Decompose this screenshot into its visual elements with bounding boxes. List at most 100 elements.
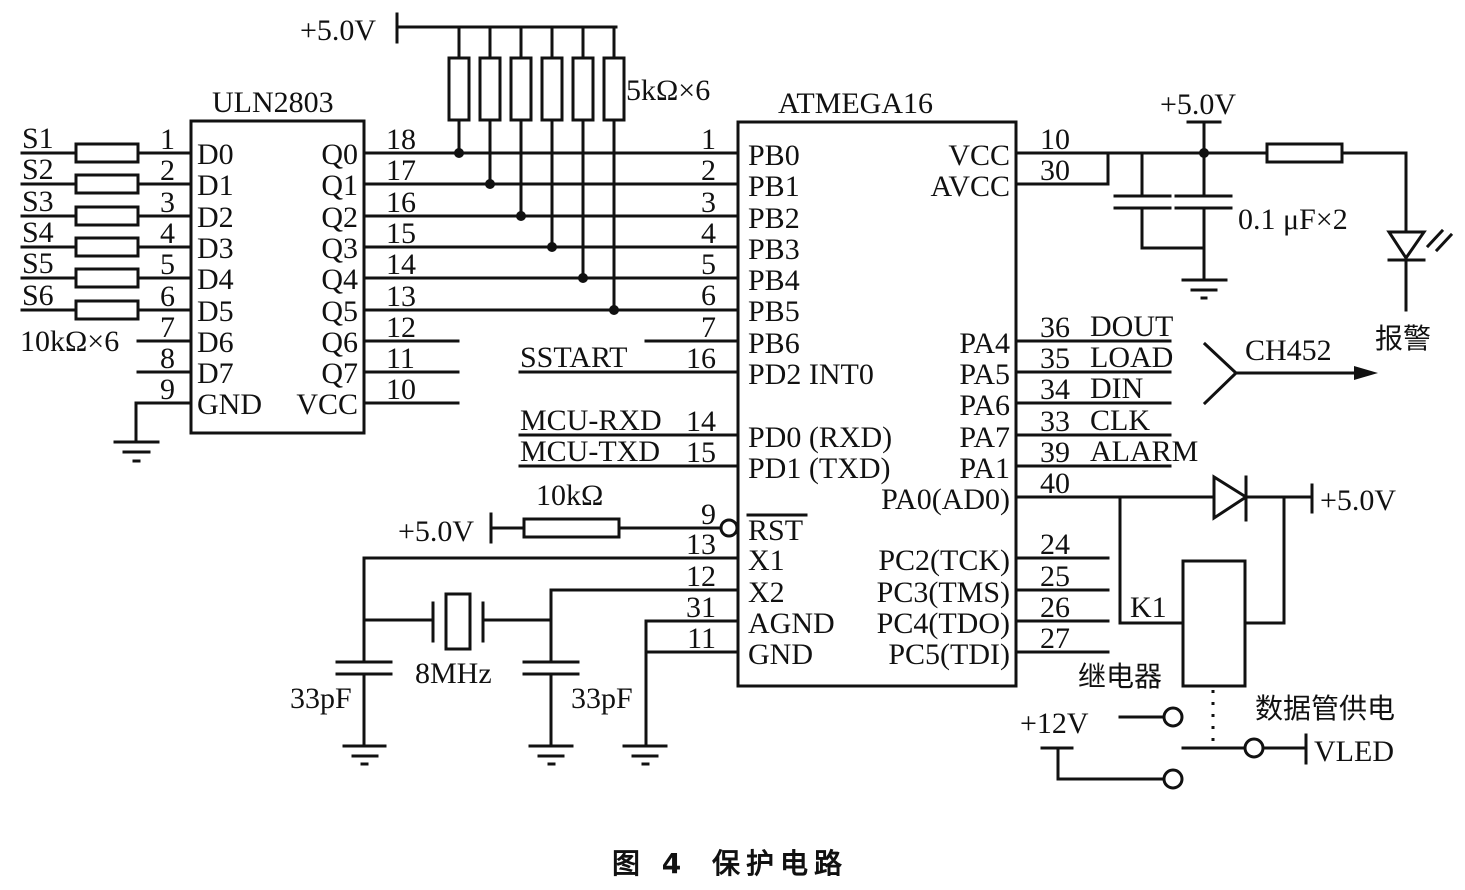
pullup-resistor <box>509 25 533 221</box>
ch452-label: CH452 <box>1245 334 1332 367</box>
pin-number: 17 <box>386 154 416 187</box>
pin-label: VCC <box>296 388 358 421</box>
uln2803-name: ULN2803 <box>212 86 334 119</box>
pin-number: 16 <box>686 342 716 375</box>
net-label: ALARM <box>1090 435 1198 468</box>
pin-label: PA7 <box>959 421 1010 454</box>
pin-number: 5 <box>160 248 175 281</box>
top-rail-label: +5.0V <box>300 14 376 47</box>
pin-label: PC2(TCK) <box>878 544 1010 577</box>
pin-number: 13 <box>386 280 416 313</box>
pin-number: 13 <box>686 528 716 561</box>
pin-number: 15 <box>686 436 716 469</box>
pin-number: 2 <box>701 154 716 187</box>
input-resistor <box>74 267 140 289</box>
pin-label: PB6 <box>748 327 800 360</box>
pin-label: Q6 <box>321 326 358 359</box>
pullup-resistor <box>540 25 564 252</box>
pin-label: D4 <box>197 263 234 296</box>
pin-number: 15 <box>386 217 416 250</box>
pin-number: 8 <box>160 342 175 375</box>
pin-label: PB0 <box>748 139 800 172</box>
signal-label: S3 <box>22 185 54 218</box>
mcu-left-pin: 7 PB6 <box>644 311 800 360</box>
pin-number: 7 <box>701 311 716 344</box>
relay-name-label: 继电器 <box>1078 660 1162 693</box>
xtal-cap-right-label: 33pF <box>571 682 633 715</box>
pullup-value-label: 5kΩ×6 <box>626 74 710 107</box>
pin-number: 1 <box>160 123 175 156</box>
pin-number: 10 <box>1040 123 1070 156</box>
pin-number: 4 <box>701 217 716 250</box>
pin-number: 6 <box>160 280 175 313</box>
input-resistor <box>74 142 140 164</box>
alarm-label: 报警 <box>1375 322 1431 355</box>
mcu-left-pin: SSTART 16 PD2 INT0 <box>518 341 874 391</box>
pin-number: 9 <box>160 373 175 406</box>
pin-label: X1 <box>748 544 785 577</box>
decoupling-label: 0.1 μF×2 <box>1238 203 1348 236</box>
atmega16-body <box>736 120 1018 688</box>
pin-label: Q7 <box>321 357 358 390</box>
net-label: SSTART <box>520 341 628 374</box>
pin-label: PB4 <box>748 264 800 297</box>
pin-label: RST <box>748 514 803 547</box>
pin-label: D3 <box>197 232 234 265</box>
net-label: MCU-TXD <box>520 435 660 468</box>
signal-label: S6 <box>22 279 54 312</box>
uln2803-chip: ULN2803 <box>189 86 366 435</box>
mcu-left-pin: 13 X1 <box>686 528 785 577</box>
net-label: CLK <box>1090 404 1150 437</box>
pin-number: 12 <box>386 311 416 344</box>
input-resistor <box>74 173 140 195</box>
ch452-bus: CH452 <box>1202 334 1378 406</box>
signal-label: S1 <box>22 122 54 155</box>
pin-label: D2 <box>197 201 234 234</box>
pin-label: VCC <box>948 139 1010 172</box>
reset-rail-label: +5.0V <box>398 515 474 548</box>
pullup-resistor <box>602 25 626 315</box>
diode-rail-label: +5.0V <box>1320 484 1396 517</box>
pin-number: 18 <box>386 123 416 156</box>
pin-label: PD2 INT0 <box>748 358 874 391</box>
mcu-left-pin: 5 PB4 <box>701 248 800 297</box>
pin-label: X2 <box>748 576 785 609</box>
pin-number: 30 <box>1040 154 1070 187</box>
pullup-resistor <box>447 25 471 158</box>
pin-number: 31 <box>686 591 716 624</box>
pin-number: 14 <box>686 405 716 438</box>
pin-label: AVCC <box>931 170 1010 203</box>
pin-label: PA0(AD0) <box>881 483 1010 516</box>
pin-label: Q1 <box>321 169 358 202</box>
pin-number: 26 <box>1040 591 1070 624</box>
pin-number: 7 <box>160 311 175 344</box>
caption-number: 图 4 <box>612 847 687 880</box>
led-resistor <box>1265 142 1344 164</box>
relay-coil <box>1181 559 1247 688</box>
vcc-rail-label: +5.0V <box>1160 88 1236 121</box>
pin-number: 5 <box>701 248 716 281</box>
